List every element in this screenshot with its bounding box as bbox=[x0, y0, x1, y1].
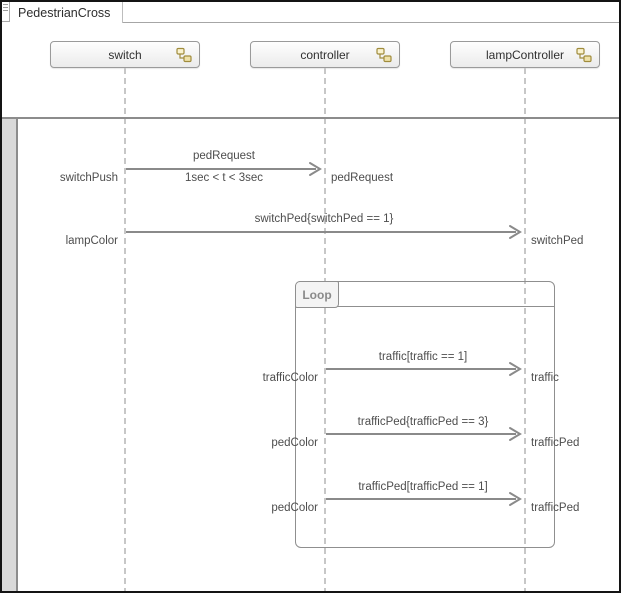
lifeline-header-switch[interactable]: switch bbox=[50, 41, 200, 68]
lifeline-controller bbox=[324, 68, 326, 591]
message-arrow-line[interactable] bbox=[126, 168, 316, 170]
message-label: switchPed{switchPed == 1} bbox=[254, 213, 394, 225]
message-label: trafficPed{trafficPed == 3} bbox=[357, 416, 489, 428]
message-sender-label: pedColor bbox=[271, 437, 318, 449]
message-arrow-line[interactable] bbox=[326, 433, 516, 435]
message-sender-label: pedColor bbox=[271, 502, 318, 514]
loop-fragment-header bbox=[296, 282, 554, 307]
component-icon bbox=[176, 47, 192, 63]
arrowhead-icon bbox=[309, 162, 322, 176]
message-receiver-label: switchPed bbox=[531, 235, 584, 247]
loop-label: Loop bbox=[302, 287, 332, 302]
message-receiver-label: trafficPed bbox=[531, 502, 580, 514]
header-canvas-divider bbox=[2, 117, 619, 119]
loop-fragment[interactable]: Loop bbox=[295, 281, 555, 548]
tabbar-divider bbox=[123, 22, 619, 23]
message-arrow-line[interactable] bbox=[326, 498, 516, 500]
lifeline-label: lampController bbox=[485, 47, 565, 62]
left-gutter bbox=[2, 119, 18, 591]
tab-pedestriancross[interactable]: PedestrianCross bbox=[11, 2, 123, 23]
lifeline-header-lampcontroller[interactable]: lampController bbox=[450, 41, 600, 68]
lifeline-switch bbox=[124, 68, 126, 591]
message-receiver-label: trafficPed bbox=[531, 437, 580, 449]
lifeline-label: controller bbox=[300, 47, 350, 62]
message-arrow-line[interactable] bbox=[126, 231, 516, 233]
lifeline-lampcontroller bbox=[524, 68, 526, 591]
message-condition: 1sec < t < 3sec bbox=[185, 172, 263, 184]
component-icon bbox=[376, 47, 392, 63]
arrowhead-icon bbox=[509, 362, 522, 376]
lifeline-label: switch bbox=[108, 47, 142, 62]
message-receiver-label: pedRequest bbox=[331, 172, 394, 184]
message-receiver-label: traffic bbox=[531, 372, 559, 384]
loop-fragment-tab: Loop bbox=[295, 281, 339, 308]
arrowhead-icon bbox=[509, 427, 522, 441]
arrowhead-icon bbox=[509, 492, 522, 506]
message-arrow-line[interactable] bbox=[326, 368, 516, 370]
message-label: pedRequest bbox=[192, 150, 256, 162]
message-label: trafficPed[trafficPed == 1] bbox=[358, 481, 488, 493]
message-sender-label: switchPush bbox=[59, 172, 118, 184]
arrowhead-icon bbox=[509, 225, 522, 239]
component-icon bbox=[576, 47, 592, 63]
panel-grip-handle[interactable] bbox=[2, 2, 10, 22]
tab-label: PedestrianCross bbox=[18, 5, 111, 20]
message-sender-label: trafficColor bbox=[262, 372, 318, 384]
message-sender-label: lampColor bbox=[65, 235, 118, 247]
lifeline-header-controller[interactable]: controller bbox=[250, 41, 400, 68]
message-label: traffic[traffic == 1] bbox=[378, 351, 468, 363]
